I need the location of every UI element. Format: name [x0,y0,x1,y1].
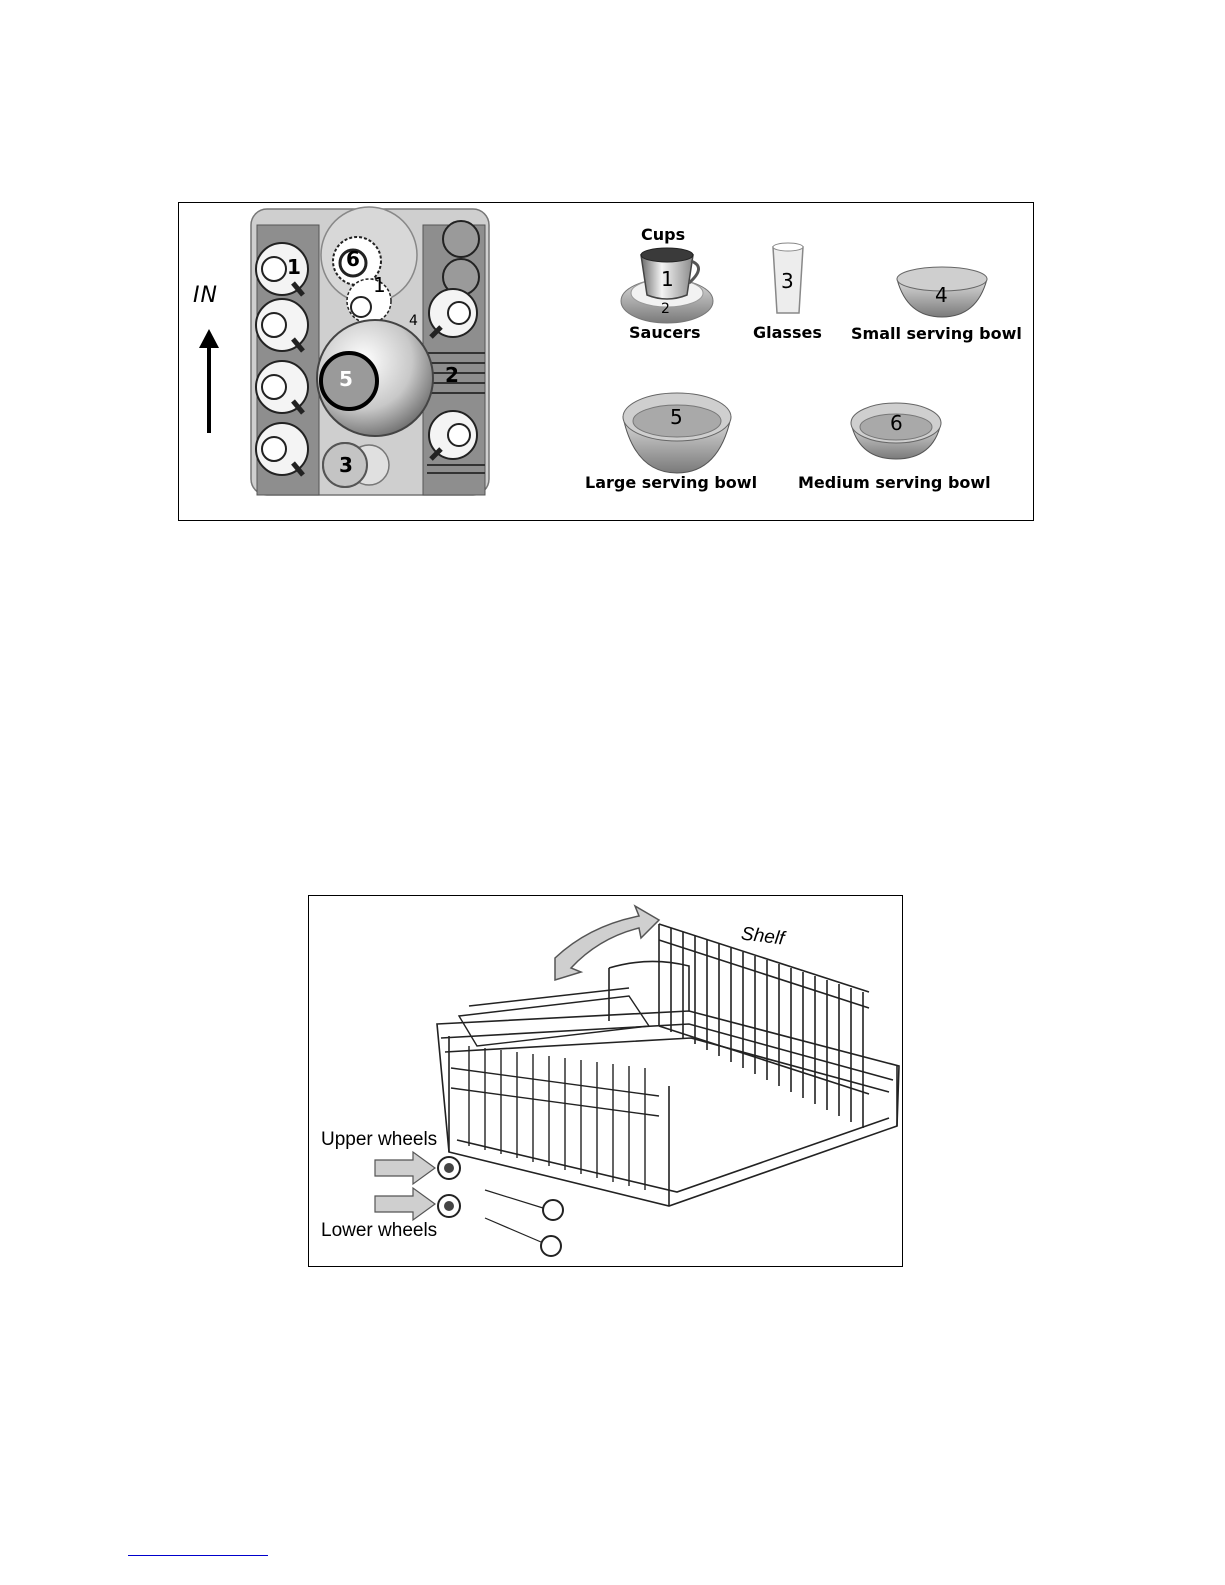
legend-glasses-num: 3 [781,269,794,293]
legend-saucers: Saucers [629,323,700,342]
legend-cups-num: 1 [661,267,674,291]
legend-large-bowl: Large serving bowl [585,473,757,492]
legend-large-bowl-num: 5 [670,405,683,429]
in-arrow-icon [199,329,219,433]
rack-num-cup: 1 [287,255,301,279]
loading-diagram: IN 1 1 6 4 2 5 3 Cups 1 2 Saucers 3 Glas… [178,202,1034,521]
legend-small-bowl-num: 4 [935,283,948,307]
rotate-arrow-icon [555,906,659,980]
rack-num-cup-small: 1 [373,273,386,297]
legend-small-bowl: Small serving bowl [851,324,1022,343]
rack-wheels-diagram: Shelf Upper wheels Lower wheels [308,895,903,1267]
rear-wheel-icon [543,1200,563,1220]
rack-num-medium-bowl: 6 [346,247,360,271]
legend-medium-bowl: Medium serving bowl [798,473,991,492]
upper-pointer-arrow-icon [375,1152,435,1184]
direction-label: IN [193,283,218,308]
legend-cups: Cups [641,225,685,244]
rack-num-saucer: 2 [445,363,459,387]
upper-wheels-label: Upper wheels [321,1129,437,1151]
lower-pointer-arrow-icon [375,1188,435,1220]
upper-wheel-icon [438,1157,460,1179]
legend-medium-bowl-num: 6 [890,411,903,435]
wire-rack-illustration [309,896,904,1268]
rear-wheel-icon [541,1236,561,1256]
lower-wheel-icon [438,1195,460,1217]
rack-frame [437,961,899,1206]
footer-link-line [128,1555,268,1556]
lower-wheels-label: Lower wheels [321,1220,437,1242]
legend-saucers-num: 2 [661,301,670,317]
rack-num-large-bowl: 5 [339,367,353,391]
legend-glasses: Glasses [753,323,822,342]
rack-num-glass: 3 [339,453,353,477]
shelf [659,924,869,1128]
rack-num-small-bowl: 4 [409,313,418,329]
